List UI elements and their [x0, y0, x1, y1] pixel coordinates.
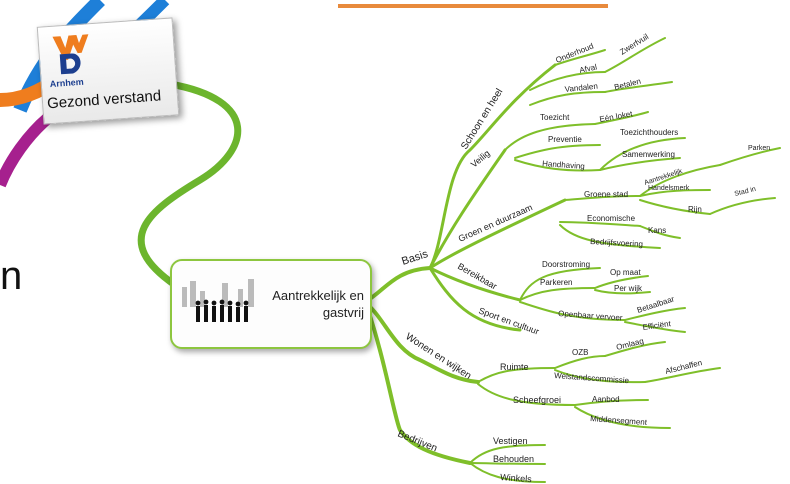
- label-parkeren: Parkeren: [540, 278, 572, 287]
- label-bedrijfsvoering: Bedrijfsvoering: [590, 237, 643, 249]
- label-toezichthouders: Toezichthouders: [620, 128, 678, 137]
- label-parken: Parken: [748, 145, 770, 152]
- label-betaalbaar: Betaalbaar: [636, 294, 676, 315]
- label-bedrijven: Bedrijven: [396, 429, 439, 455]
- logo-slogan: Gezond verstand: [46, 87, 162, 113]
- label-aanbod: Aanbod: [592, 395, 620, 404]
- label-stad-in: Stad in: [734, 186, 757, 198]
- label-op-maat: Op maat: [610, 268, 641, 277]
- label-toezicht: Toezicht: [540, 113, 570, 122]
- label-afschaffen: Afschaffen: [664, 358, 703, 376]
- label-handhaving: Handhaving: [542, 159, 585, 171]
- logo-city: Arnhem: [49, 76, 85, 90]
- top-accent-bar: [338, 4, 608, 8]
- label-economische: Economische: [587, 214, 636, 223]
- label-behouden: Behouden: [493, 454, 534, 464]
- cropped-edge-letter: n: [0, 254, 23, 298]
- label-efficient: Efficiënt: [642, 319, 672, 332]
- label-veilig: Veilig: [469, 148, 492, 169]
- logo-connector: [137, 80, 242, 288]
- vvd-logo-mark: [52, 34, 89, 75]
- label-kans: Kans: [648, 226, 666, 235]
- label-doorstroming: Doorstroming: [542, 260, 590, 269]
- label-middensegment: Middensegment: [590, 414, 648, 427]
- central-title: Aantrekkelijk en gastvrij: [272, 288, 364, 320]
- label-openbaar-vervoer: Openbaar vervoer: [558, 309, 623, 322]
- people-silhouette-icon: [182, 279, 254, 322]
- label-welstandscommissie: Welstandscommissie: [554, 371, 630, 385]
- magenta-swoosh: [0, 113, 52, 188]
- label-basis: Basis: [400, 248, 430, 268]
- vvd-logo-card: Arnhem Gezond verstand: [36, 17, 180, 125]
- label-betalen: Betalen: [613, 77, 642, 92]
- central-node: Aantrekkelijk en gastvrij: [170, 259, 372, 349]
- branch-lines: [366, 37, 781, 483]
- label-vestigen: Vestigen: [493, 436, 528, 446]
- label-vandalen: Vandalen: [564, 82, 598, 94]
- label-onderhoud: Onderhoud: [554, 42, 594, 65]
- label-rijn: Rijn: [688, 205, 702, 214]
- label-ruimte: Ruimte: [500, 362, 529, 372]
- label-zwerfvuil: Zwerfvuil: [618, 32, 650, 57]
- label-winkels: Winkels: [500, 472, 533, 484]
- label-handelsmerk: Handelsmerk: [648, 185, 690, 192]
- label-afval: Afval: [579, 62, 598, 75]
- label-groene-stad: Groene stad: [584, 190, 628, 199]
- label-samenwerking: Samenwerking: [622, 150, 675, 159]
- label-een-loket: Eén loket: [599, 109, 634, 124]
- label-preventie: Preventie: [548, 135, 582, 144]
- label-groen-en-duurzaam: Groen en duurzaam: [457, 202, 534, 244]
- label-scheefgroei: Scheefgroei: [513, 395, 561, 405]
- label-ozb: OZB: [572, 348, 588, 357]
- label-per-wijk: Per wijk: [614, 284, 643, 293]
